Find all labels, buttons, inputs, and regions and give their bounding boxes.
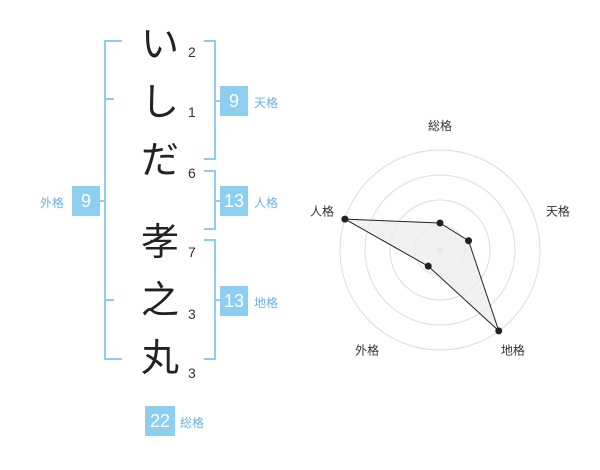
radar-series-area	[344, 218, 500, 332]
radar-axis-label-2: 天格	[546, 204, 570, 219]
stroke-count-4: 7	[188, 244, 196, 260]
soukaku-label: 総格	[180, 416, 205, 430]
name-char-1: い	[140, 22, 179, 66]
stroke-count-2: 1	[188, 104, 196, 120]
tenkaku-value: 9	[220, 86, 248, 116]
stroke-count-5: 3	[188, 306, 196, 322]
radar-point-3	[495, 327, 503, 335]
gaikaku-label: 外格	[40, 196, 65, 210]
name-char-3: だ	[140, 138, 179, 182]
stroke-count-3: 6	[188, 165, 196, 181]
radar-point-1	[436, 219, 444, 227]
jinkaku-label: 人格	[254, 196, 279, 210]
radar-grid-ring	[339, 149, 541, 351]
name-char-5: 之	[140, 278, 179, 322]
name-char-6: 丸	[140, 336, 179, 380]
radar-grid-ring	[364, 174, 516, 326]
radar-axis-label-4: 外格	[355, 342, 379, 357]
stroke-count-6: 3	[188, 365, 196, 381]
radar-point-2	[465, 237, 473, 245]
radar-grid-ring	[389, 199, 491, 301]
name-char-2: し	[140, 80, 179, 124]
radar-point-4	[424, 262, 432, 270]
gaikaku-value: 9	[72, 186, 100, 216]
soukaku-value: 22	[145, 406, 175, 436]
stroke-count-1: 2	[188, 44, 196, 60]
chikaku-value: 13	[220, 286, 248, 316]
radar-axis-label-5: 人格	[310, 204, 334, 219]
radar-axis-label-3: 地格	[501, 342, 525, 357]
chikaku-label: 地格	[254, 296, 279, 310]
radar-point-5	[341, 215, 349, 223]
radar-axis-label-1: 総格	[428, 118, 452, 133]
tenkaku-label: 天格	[254, 96, 279, 110]
name-char-4: 孝	[140, 220, 179, 264]
jinkaku-value: 13	[220, 186, 248, 216]
